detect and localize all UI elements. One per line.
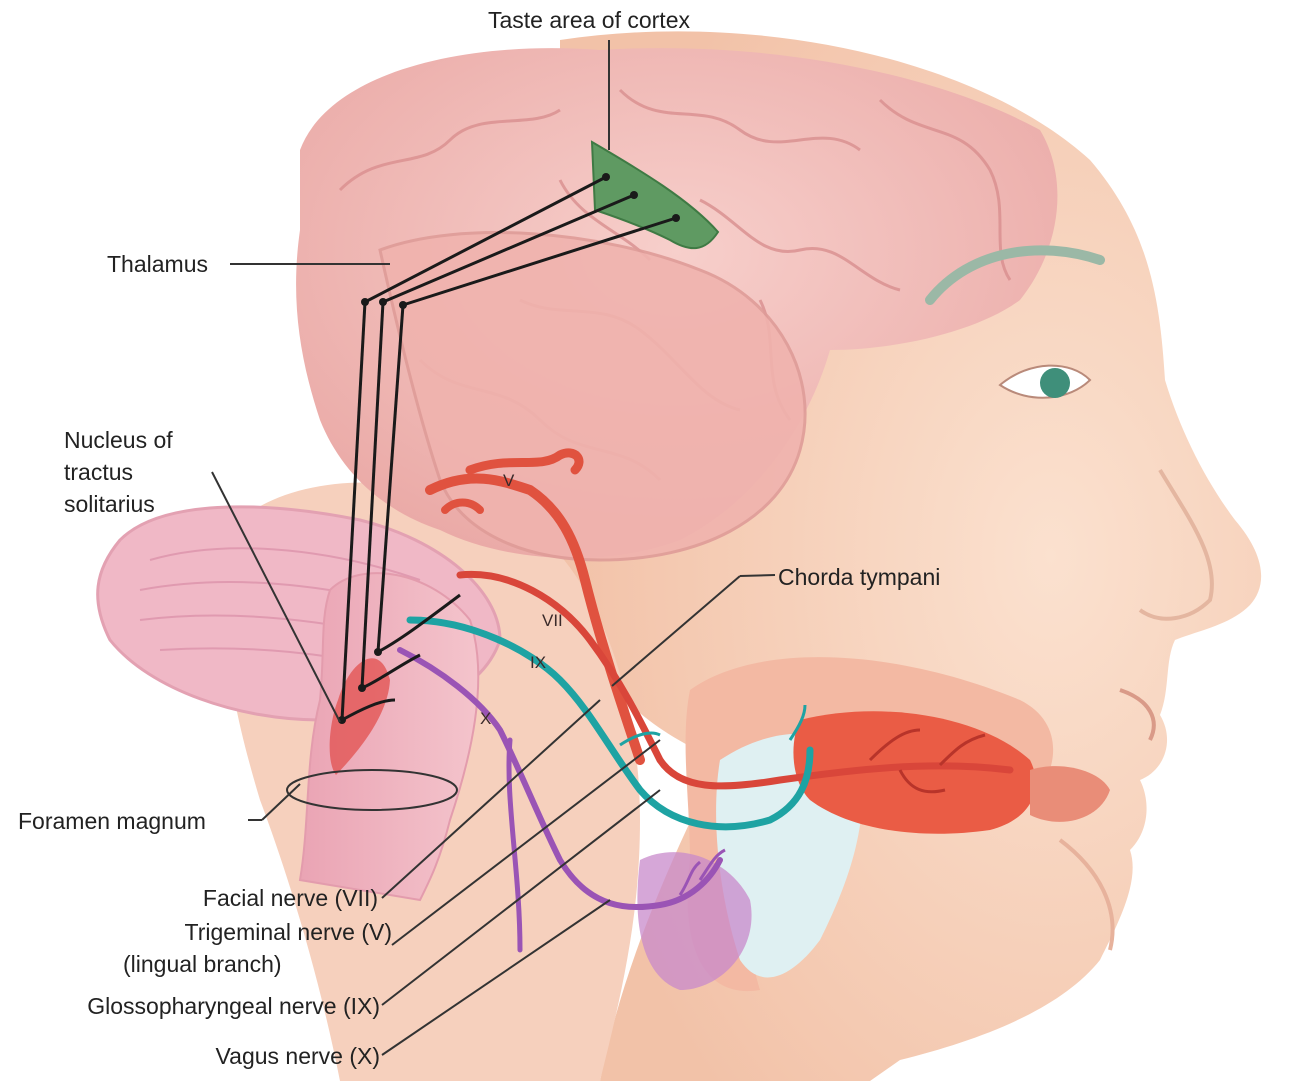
label-nucleus-line3: solitarius [64, 488, 173, 520]
label-taste-area: Taste area of cortex [488, 4, 690, 36]
label-nucleus-line2: tractus [64, 456, 173, 488]
label-nucleus-tractus-solitarius: Nucleus of tractus solitarius [64, 424, 173, 520]
label-glossopharyngeal-nerve: Glossopharyngeal nerve (IX) [20, 990, 380, 1022]
label-facial-nerve: Facial nerve (VII) [160, 882, 378, 914]
label-vagus-nerve: Vagus nerve (X) [170, 1040, 380, 1072]
nerve-marker-x: X [480, 709, 491, 728]
iris [1040, 368, 1070, 398]
label-trigeminal-nerve: Trigeminal nerve (V) (lingual branch) [120, 916, 392, 980]
label-trigeminal-line1: Trigeminal nerve (V) [120, 916, 392, 948]
label-nucleus-line1: Nucleus of [64, 424, 173, 456]
label-thalamus: Thalamus [107, 248, 208, 280]
nerve-marker-ix: IX [530, 653, 546, 672]
label-foramen-magnum: Foramen magnum [18, 805, 206, 837]
nerve-marker-vii: VII [542, 611, 563, 630]
label-trigeminal-line2: (lingual branch) [120, 948, 392, 980]
nerve-marker-v: V [503, 471, 515, 490]
label-chorda-tympani: Chorda tympani [778, 561, 940, 593]
